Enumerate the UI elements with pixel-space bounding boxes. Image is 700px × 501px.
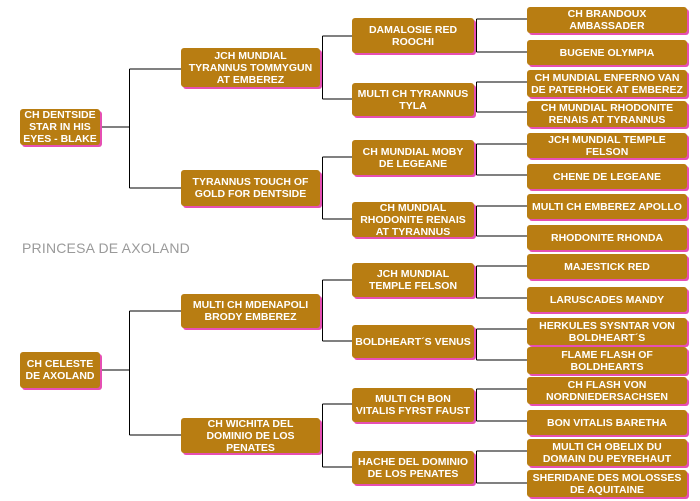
pedigree-sire-sire-sire[interactable]: DAMALOSIE RED ROOCHI: [352, 18, 474, 53]
pedigree-sire-sire[interactable]: JCH MUNDIAL TYRANNUS TOMMYGUN AT EMBEREZ: [181, 48, 320, 87]
pedigree-sire-dam-sire[interactable]: CH MUNDIAL MOBY DE LEGEANE: [352, 140, 474, 175]
pedigree-sire-dam[interactable]: TYRANNUS TOUCH OF GOLD FOR DENTSIDE: [181, 170, 320, 206]
pedigree-dam-dam[interactable]: CH WICHITA DEL DOMINIO DE LOS PENATES: [181, 418, 320, 454]
pedigree-dam-sire-dam[interactable]: BOLDHEART´S VENUS: [352, 325, 474, 358]
pedigree-title: PRINCESA DE AXOLAND: [22, 240, 190, 256]
pedigree-gen4-10[interactable]: LARUSCADES MANDY: [527, 287, 687, 312]
pedigree-gen4-2[interactable]: BUGENE OLYMPIA: [527, 40, 687, 65]
pedigree-sire-dam-dam[interactable]: CH MUNDIAL RHODONITE RENAIS AT TYRANNUS: [352, 202, 474, 238]
pedigree-dam-dam-dam[interactable]: HACHE DEL DOMINIO DE LOS PENATES: [352, 451, 474, 484]
pedigree-dam-dam-sire[interactable]: MULTI CH BON VITALIS FYRST FAUST: [352, 388, 474, 422]
pedigree-gen4-15[interactable]: MULTI CH OBELIX DU DOMAIN DU PEYREHAUT: [527, 439, 687, 466]
pedigree-dam-sire[interactable]: MULTI CH MDENAPOLI BRODY EMBEREZ: [181, 294, 320, 328]
pedigree-sire[interactable]: CH DENTSIDE STAR IN HIS EYES - BLAKE: [20, 109, 100, 145]
pedigree-gen4-5[interactable]: JCH MUNDIAL TEMPLE FELSON: [527, 133, 687, 158]
pedigree-gen4-13[interactable]: CH FLASH VON NORDNIEDERSACHSEN: [527, 377, 687, 404]
pedigree-gen4-11[interactable]: HERKULES SYSNTAR VON BOLDHEART´S: [527, 318, 687, 345]
pedigree-gen4-12[interactable]: FLAME FLASH OF BOLDHEARTS: [527, 347, 687, 374]
pedigree-gen4-8[interactable]: RHODONITE RHONDA: [527, 225, 687, 250]
pedigree-gen4-16[interactable]: SHERIDANE DES MOLOSSES DE AQUITAINE: [527, 470, 687, 497]
pedigree-gen4-9[interactable]: MAJESTICK RED: [527, 254, 687, 279]
pedigree-gen4-4[interactable]: CH MUNDIAL RHODONITE RENAIS AT TYRANNUS: [527, 101, 687, 127]
pedigree-gen4-14[interactable]: BON VITALIS BARETHA: [527, 410, 687, 435]
pedigree-sire-sire-dam[interactable]: MULTI CH TYRANNUS TYLA: [352, 83, 474, 116]
pedigree-dam[interactable]: CH CELESTE DE AXOLAND: [20, 352, 100, 388]
pedigree-dam-sire-sire[interactable]: JCH MUNDIAL TEMPLE FELSON: [352, 263, 474, 297]
pedigree-gen4-6[interactable]: CHENE DE LEGEANE: [527, 164, 687, 189]
pedigree-gen4-1[interactable]: CH BRANDOUX AMBASSADER: [527, 7, 687, 33]
pedigree-gen4-7[interactable]: MULTI CH EMBEREZ APOLLO: [527, 194, 687, 219]
pedigree-gen4-3[interactable]: CH MUNDIAL ENFERNO VAN DE PATERHOEK AT E…: [527, 70, 687, 97]
